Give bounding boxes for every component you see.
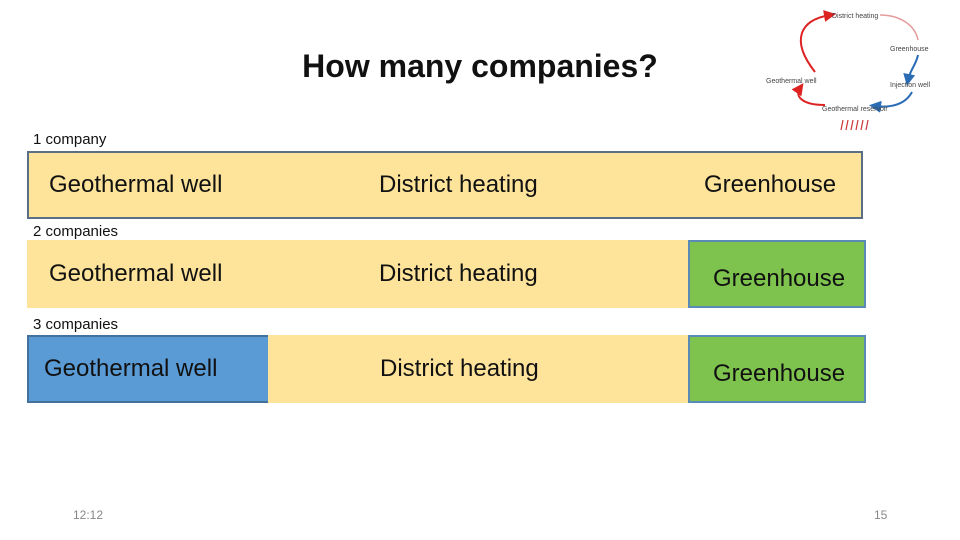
company-box-well-and-heating: Geothermal well District heating bbox=[27, 240, 690, 308]
row-label-1-company: 1 company bbox=[29, 131, 111, 148]
diagram-label-geothermal-well: Geothermal well bbox=[766, 78, 817, 85]
box-label-geothermal-well: Geothermal well bbox=[49, 260, 223, 287]
row-label-2-companies: 2 companies bbox=[29, 223, 123, 240]
cold-flow-arrow-down bbox=[903, 54, 919, 86]
diagram-label-geothermal-reservoir: Geothermal reservoir bbox=[822, 106, 888, 113]
company-box-district-heating: District heating bbox=[268, 335, 690, 403]
box-label-district-heating: District heating bbox=[379, 171, 538, 198]
cold-flow-arrow-return bbox=[869, 91, 913, 113]
box-label-geothermal-well: Geothermal well bbox=[44, 355, 218, 382]
reservoir-hatch-icon bbox=[840, 119, 869, 131]
diagram-label-greenhouse: Greenhouse bbox=[890, 46, 929, 53]
diagram-label-injection-well: Injection well bbox=[890, 82, 931, 89]
box-label-greenhouse: Greenhouse bbox=[713, 265, 846, 292]
box-label-greenhouse: Greenhouse bbox=[713, 360, 846, 387]
slide-number: 15 bbox=[874, 508, 888, 522]
company-box-geothermal-well: Geothermal well bbox=[27, 335, 270, 403]
company-box-all-in-one: Geothermal well District heating Greenho… bbox=[27, 151, 863, 219]
row-label-3-companies: 3 companies bbox=[29, 316, 123, 333]
hot-flow-arrow-up bbox=[799, 10, 836, 73]
box-label-district-heating: District heating bbox=[379, 260, 538, 287]
slide-title: How many companies? bbox=[302, 48, 658, 84]
hot-flow-arrow-reservoir bbox=[791, 83, 826, 106]
footer-time: 12:12 bbox=[73, 508, 104, 522]
flow-arrow-top bbox=[879, 14, 919, 41]
box-label-greenhouse: Greenhouse bbox=[704, 171, 837, 198]
box-label-district-heating: District heating bbox=[380, 355, 539, 382]
company-box-greenhouse: Greenhouse bbox=[688, 240, 866, 308]
company-box-greenhouse: Greenhouse bbox=[688, 335, 866, 403]
geothermal-cycle-diagram: District heating Greenhouse Injection we… bbox=[766, 10, 931, 131]
box-label-geothermal-well: Geothermal well bbox=[49, 171, 223, 198]
diagram-label-district-heating: District heating bbox=[832, 13, 878, 20]
